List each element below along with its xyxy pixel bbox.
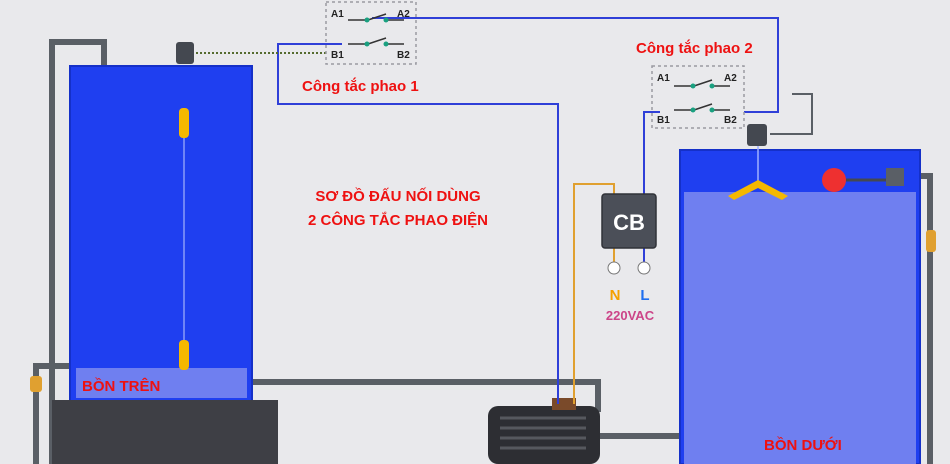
cb-box xyxy=(601,193,657,249)
voltage-label: 220VAC xyxy=(606,308,655,323)
switch2-contact-a xyxy=(693,79,713,87)
wiring xyxy=(196,17,813,404)
cb-label: CB xyxy=(613,210,645,235)
switch1-contact-b xyxy=(367,37,387,45)
float-switch-1-box: A1 A2 B1 B2 xyxy=(325,1,417,65)
pump-discharge-pipe xyxy=(250,379,601,412)
upper-left-outlet-pipe xyxy=(33,363,72,464)
switch1-title: Công tắc phao 1 xyxy=(302,77,419,95)
upper-tank-body xyxy=(69,65,253,403)
lower-tank-label: BỒN DƯỚI xyxy=(764,436,842,454)
pump-terminal-box xyxy=(552,398,576,410)
ball-valve-float xyxy=(822,168,846,192)
float-switch-2-head xyxy=(747,124,767,146)
signal-float2 xyxy=(770,93,813,135)
switch2-b2: B2 xyxy=(724,115,737,126)
float-switch-1-head xyxy=(176,42,194,64)
diagram-title-line1: SƠ ĐỒ ĐẤU NỐI DÙNG xyxy=(315,187,480,205)
lower-pipe-valve xyxy=(926,230,936,252)
upper-pipe-valve xyxy=(30,376,42,392)
lower-tank-water xyxy=(684,192,916,464)
neutral-label: N xyxy=(610,287,621,304)
cb-terminal-l xyxy=(637,261,651,275)
switch2-frame xyxy=(651,65,745,129)
wire-switch1-to-pump xyxy=(277,43,559,404)
cb-terminal-n xyxy=(607,261,621,275)
switch1-a1: A1 xyxy=(331,9,344,20)
upper-tank-stand xyxy=(52,400,278,464)
ball-valve-body xyxy=(886,168,904,186)
upper-tank-label: BỒN TRÊN xyxy=(82,377,160,395)
upper-float-top xyxy=(179,108,189,138)
switch2-title: Công tắc phao 2 xyxy=(636,39,753,57)
upper-float-bottom xyxy=(179,340,189,370)
circuit-breaker: CB N L 220VAC xyxy=(601,193,657,323)
switch1-b2: B2 xyxy=(397,50,410,61)
water-pump xyxy=(488,398,600,464)
switch1-b1: B1 xyxy=(331,50,344,61)
switch2-a2: A2 xyxy=(724,73,737,84)
pipes xyxy=(33,39,933,464)
wire-top-to-switch2 xyxy=(372,17,779,113)
lower-right-pipe xyxy=(918,173,933,464)
switch1-contact-a xyxy=(367,13,387,21)
switch2-a1: A1 xyxy=(657,73,670,84)
live-label: L xyxy=(640,287,649,304)
diagram-title-line2: 2 CÔNG TẮC PHAO ĐIỆN xyxy=(308,211,488,229)
switch1-frame xyxy=(325,1,417,65)
upper-inlet-pipe xyxy=(49,39,107,464)
switch1-a2: A2 xyxy=(397,9,410,20)
switch2-b1: B1 xyxy=(657,115,670,126)
float-switch-2-box: A1 A2 B1 B2 xyxy=(651,65,745,129)
pump-fins xyxy=(500,416,586,450)
pump-body xyxy=(488,406,600,464)
lower-float xyxy=(728,180,788,200)
lower-tank: BỒN DƯỚI xyxy=(679,124,921,464)
switch2-contact-b xyxy=(693,103,713,111)
upper-tank: BỒN TRÊN xyxy=(69,42,253,403)
upper-tank-water xyxy=(76,368,247,398)
